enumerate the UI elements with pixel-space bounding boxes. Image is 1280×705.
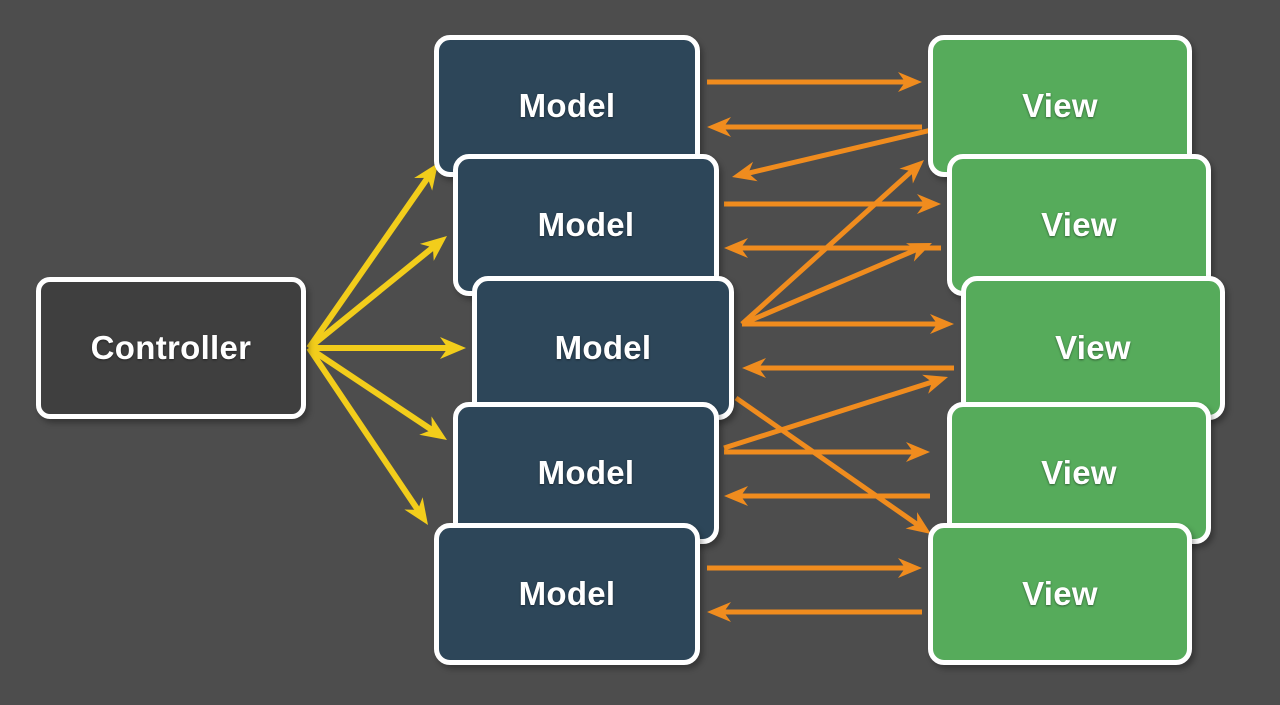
- model-node-1[interactable]: Model: [434, 35, 700, 177]
- model-view-arrow-2: [707, 117, 922, 137]
- model-view-arrow-14: [707, 558, 922, 578]
- model-view-arrow-4: [724, 194, 941, 214]
- view-node-3[interactable]: View: [961, 276, 1225, 420]
- model-view-arrow-15: [707, 602, 922, 622]
- view-node-5[interactable]: View: [928, 523, 1192, 665]
- model-view-arrow-12: [724, 442, 930, 462]
- model-view-arrow-7: [741, 243, 932, 327]
- model-node-5[interactable]: Model: [434, 523, 700, 665]
- model-view-arrow-9: [742, 358, 954, 378]
- controller-arrow-4: [307, 345, 447, 440]
- model-view-arrow-10: [723, 374, 948, 451]
- model-view-arrow-5: [724, 238, 941, 258]
- view-node-1[interactable]: View: [928, 35, 1192, 177]
- model-view-arrow-13: [724, 486, 930, 506]
- view-label: View: [1022, 575, 1098, 612]
- view-label: View: [1041, 206, 1117, 243]
- model-view-arrow-3: [732, 125, 941, 182]
- model-label: Model: [537, 206, 635, 243]
- view-label: View: [1022, 87, 1098, 124]
- model-label: Model: [537, 454, 635, 491]
- model-label: Model: [518, 575, 616, 612]
- controller-node[interactable]: Controller: [36, 277, 306, 419]
- controller-arrow-2: [307, 236, 447, 351]
- controller-arrow-5: [306, 346, 428, 525]
- model-view-arrow-11: [734, 395, 931, 534]
- controller-arrow-1: [306, 163, 438, 350]
- view-label: View: [1055, 329, 1131, 366]
- model-view-arrow-1: [707, 72, 922, 92]
- model-node-3[interactable]: Model: [472, 276, 734, 420]
- model-view-arrow-6: [740, 160, 924, 326]
- model-label: Model: [518, 87, 616, 124]
- model-node-2[interactable]: Model: [453, 154, 719, 296]
- controller-label: Controller: [90, 329, 252, 366]
- model-view-arrow-8: [742, 314, 954, 334]
- view-node-2[interactable]: View: [947, 154, 1211, 296]
- view-node-4[interactable]: View: [947, 402, 1211, 544]
- controller-arrow-3: [309, 337, 466, 359]
- view-label: View: [1041, 454, 1117, 491]
- model-label: Model: [554, 329, 652, 366]
